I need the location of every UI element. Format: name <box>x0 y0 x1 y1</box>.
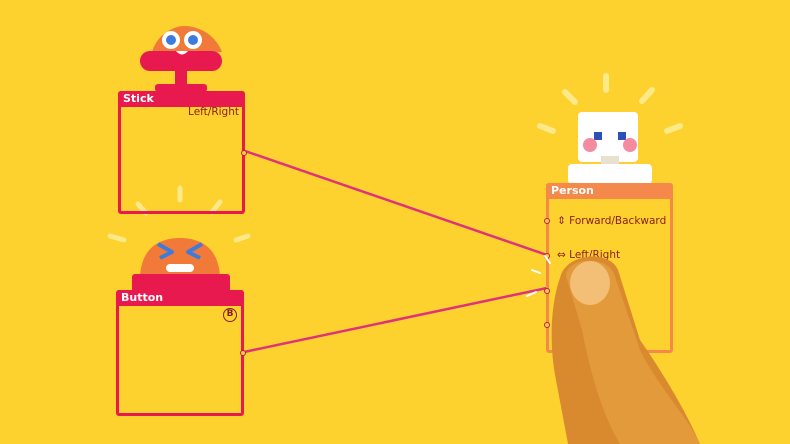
stick-output-label: Left/Right <box>188 106 239 118</box>
stick-node-title: Stick <box>118 91 245 107</box>
updown-arrow-icon: ⇕ <box>557 215 566 227</box>
stick-node[interactable]: Stick Left/Right <box>118 91 247 214</box>
b-button-icon: B <box>223 308 237 322</box>
person-input-jump: Ju <box>557 284 567 296</box>
b-button-label: B <box>226 309 234 319</box>
person-node[interactable]: Person ⇕ Forward/Backward ⇔ Left/Right J… <box>544 183 673 353</box>
button-node[interactable]: Button B <box>116 290 246 416</box>
button-node-title: Button <box>116 290 244 306</box>
person-input-port-forward-backward[interactable] <box>544 218 550 224</box>
wire-button-to-jump <box>243 286 548 354</box>
person-input-forward-backward: ⇕ Forward/Backward <box>557 215 667 227</box>
person-input-port-jump[interactable] <box>544 288 550 294</box>
stick-output-port[interactable] <box>241 150 247 156</box>
sparkle-lines <box>107 185 251 243</box>
button-output-port[interactable] <box>240 350 246 356</box>
leftright-arrow-icon: ⇔ <box>557 249 566 261</box>
robot-character <box>537 73 683 184</box>
person-input-action: Acti <box>557 318 577 330</box>
person-node-title: Person <box>546 183 673 199</box>
person-input-left-right: ⇔ Left/Right <box>557 249 621 261</box>
stick-character <box>140 26 222 92</box>
button-character <box>107 185 251 292</box>
wire-stick-to-leftright <box>244 149 548 257</box>
person-input-port-left-right[interactable] <box>544 253 550 259</box>
person-input-port-action[interactable] <box>544 322 550 328</box>
connection-wires <box>243 149 548 354</box>
